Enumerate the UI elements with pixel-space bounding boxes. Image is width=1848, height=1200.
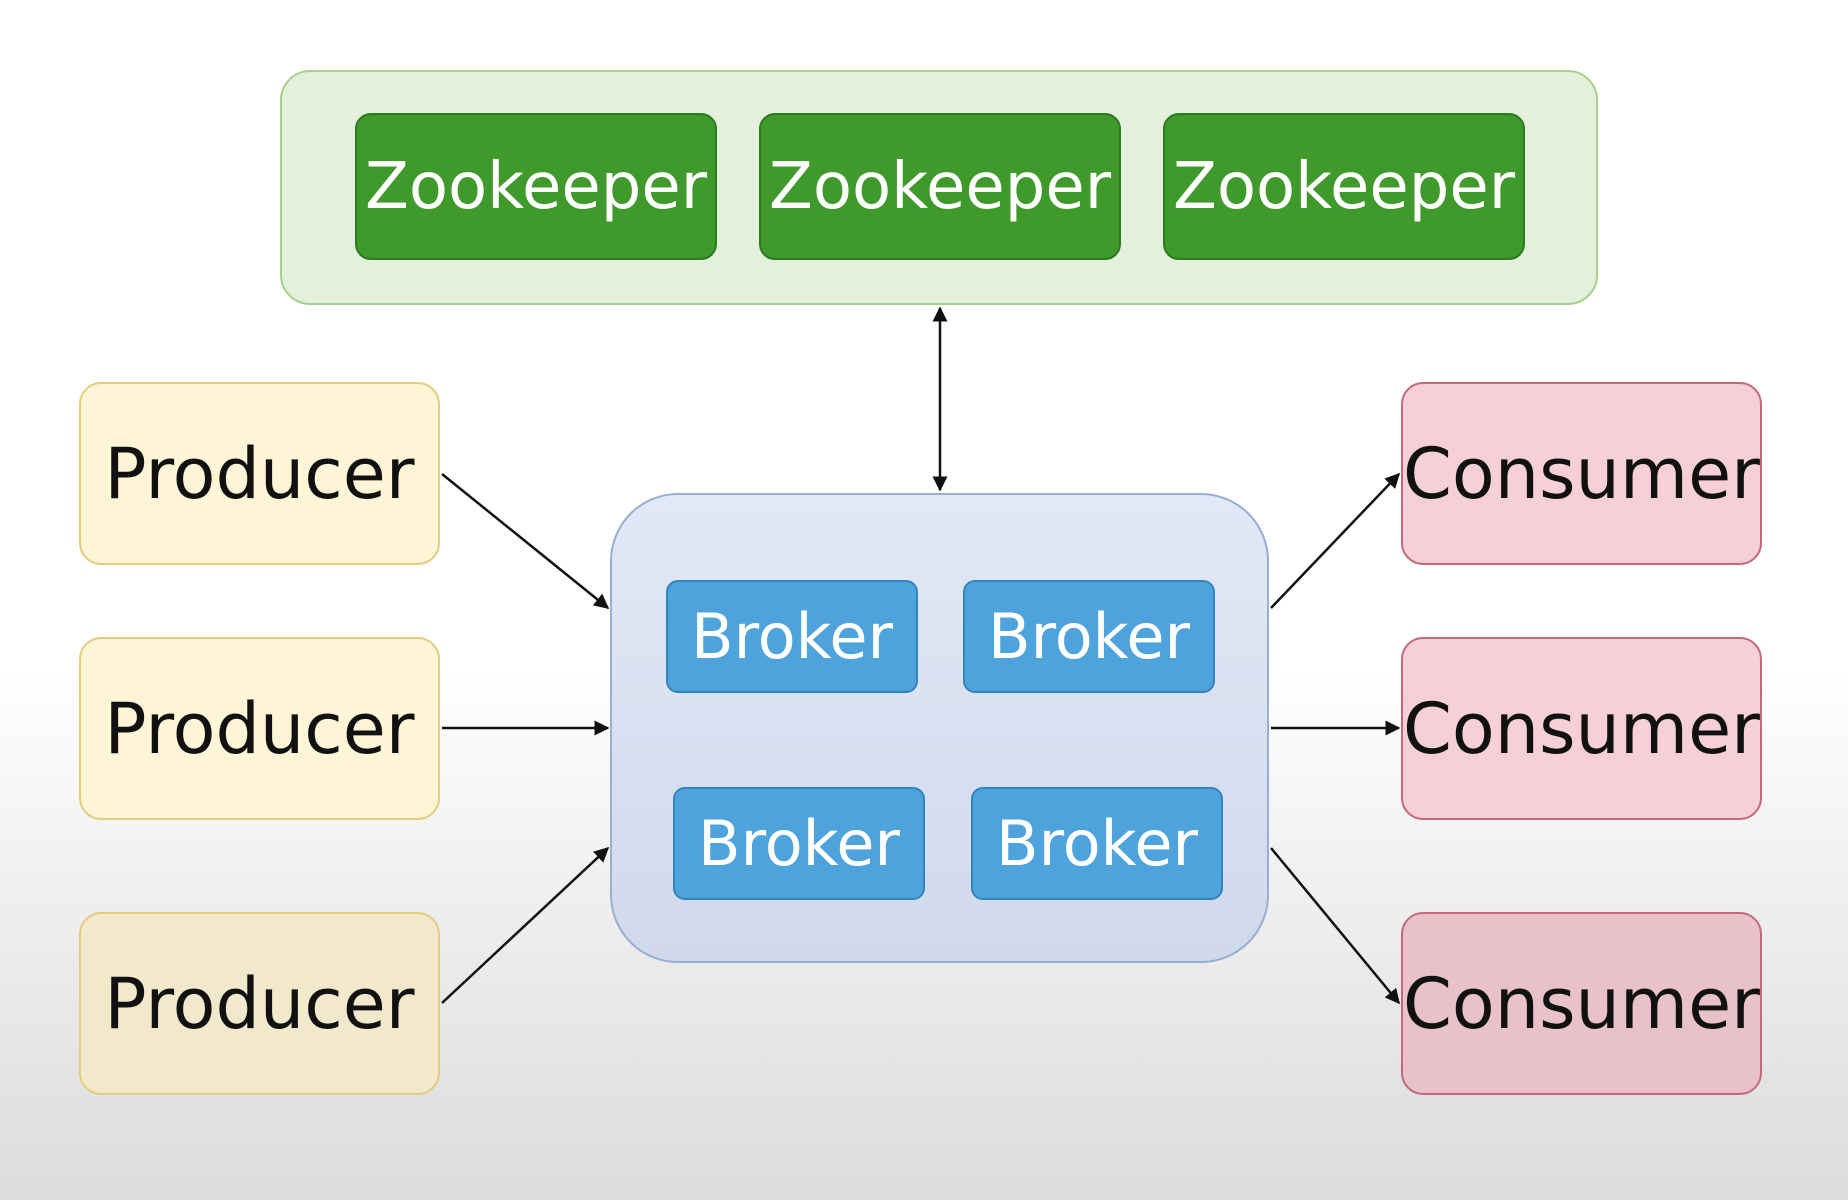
broker-node: Broker bbox=[963, 580, 1215, 693]
producer-box: Producer bbox=[79, 382, 440, 565]
producer-box: Producer bbox=[79, 912, 440, 1095]
consumer-box: Consumer bbox=[1401, 912, 1762, 1095]
consumer-arrow bbox=[1270, 472, 1401, 609]
producer-arrow bbox=[441, 846, 610, 1004]
broker-node: Broker bbox=[971, 787, 1223, 900]
consumer-box: Consumer bbox=[1401, 382, 1762, 565]
broker-node: Broker bbox=[673, 787, 925, 900]
zookeeper-node: Zookeeper bbox=[759, 113, 1121, 260]
zookeeper-node: Zookeeper bbox=[355, 113, 717, 260]
zookeeper-node: Zookeeper bbox=[1163, 113, 1525, 260]
consumer-arrow bbox=[1270, 847, 1400, 1005]
producer-arrow bbox=[441, 473, 610, 609]
producer-box: Producer bbox=[79, 637, 440, 820]
broker-node: Broker bbox=[666, 580, 918, 693]
consumer-box: Consumer bbox=[1401, 637, 1762, 820]
